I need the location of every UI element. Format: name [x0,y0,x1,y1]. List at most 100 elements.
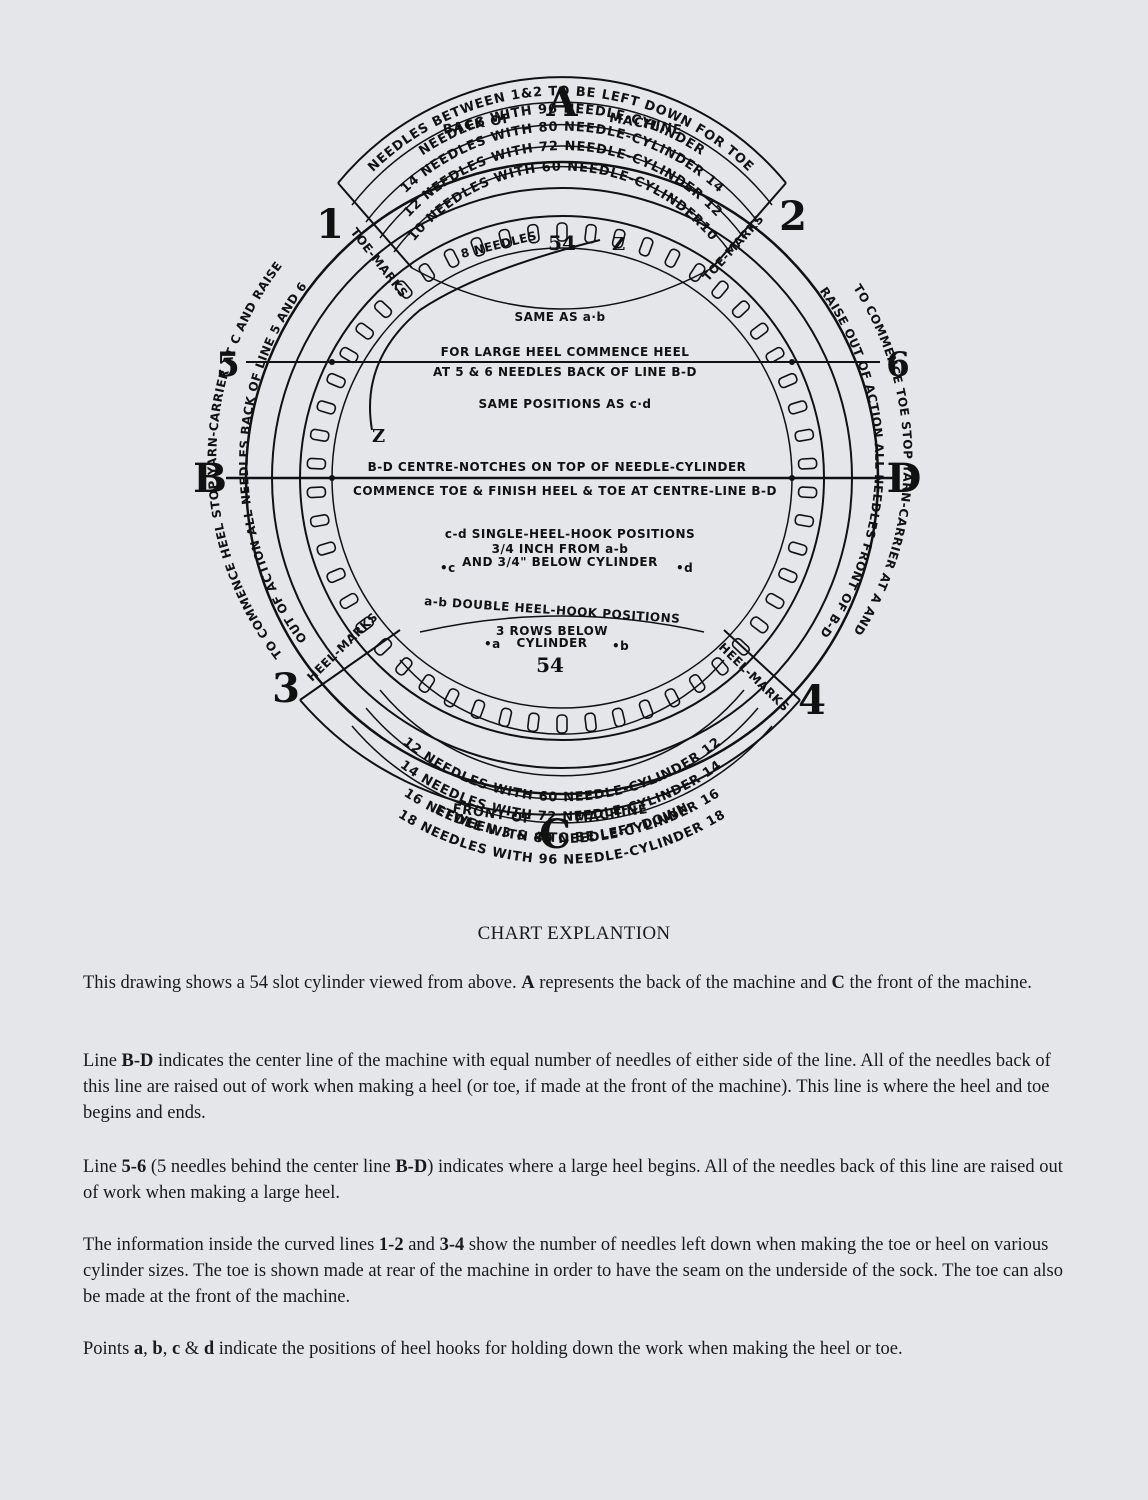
ab-double-heel: a-b DOUBLE HEEL-HOOK POSITIONS [424,594,681,626]
notch-dot [789,359,795,365]
paragraph-text: indicates the center line of the machine… [83,1051,1051,1123]
bold-term: B-D [121,1051,154,1071]
heel-marks-right: HEEL-MARKS [716,640,792,714]
needle-slot [611,228,626,249]
label-A: A [545,79,578,126]
needle-slot [498,228,513,249]
needle-slot [749,322,769,340]
label-D: D [887,455,922,502]
paragraph-text: Points [83,1339,134,1359]
paragraph-text: The information inside the curved lines [83,1235,379,1255]
top-band-arc-4 [393,165,731,253]
paragraph-1: This drawing shows a 54 slot cylinder vi… [83,970,1068,996]
paragraph-text: Line [83,1157,122,1177]
needle-slot [794,428,815,442]
paragraph-text: This drawing shows a 54 slot cylinder vi… [83,973,522,993]
count-54-top: 54 [548,231,576,255]
needle-slot [306,486,327,499]
bottom-band-arc-1 [399,659,725,735]
z-marker-top: Z [612,234,625,255]
needle-slot [470,699,486,720]
paragraph-text: indicate the positions of heel hooks for… [214,1339,903,1359]
same-positions-cd: SAME POSITIONS AS c·d [479,397,652,411]
bold-term: A [521,973,535,993]
needle-slot [794,514,815,528]
needle-slot [316,400,337,415]
paragraph-text: show the number of needles left down whe… [83,1235,1064,1307]
bold-term: b [152,1339,163,1359]
paragraph-2: Line B-D indicates the center line of th… [83,1048,1068,1126]
needle-slot [395,280,413,299]
bold-term: d [203,1339,215,1359]
bold-term: 3-4 [439,1235,465,1255]
needle-slot [527,223,540,244]
needle-slot [355,616,375,634]
bottom-band-arc-3 [365,707,759,801]
cd-below: AND 3/4" BELOW CYLINDER [462,555,658,569]
cd-inch: 3/4 INCH FROM a-b [492,542,629,556]
bottom-band-edge-left [299,629,401,701]
label-1: 1 [316,201,344,248]
needle-slot [355,322,375,340]
needle-slot [556,222,568,242]
needle-slot [638,699,654,720]
needle-slot [797,486,818,499]
needle-slot [339,592,359,610]
label-3: 3 [272,665,300,712]
bold-term: C [831,973,845,993]
needle-slot [765,346,785,364]
paragraph-4: The information inside the curved lines … [83,1232,1068,1310]
needle-slot [373,300,393,319]
needle-slot [688,262,706,283]
label-B: B [193,455,227,502]
needle-slot [418,673,436,694]
paragraph-5: Points a, b, c & d indicate the position… [83,1336,1068,1362]
needle-slot [797,457,818,470]
needle-slot [688,673,706,694]
paragraph-text: Line [83,1051,122,1071]
paragraph-text: & [180,1339,204,1359]
needle-slot [306,457,327,470]
z-marker-left: Z [372,426,385,447]
large-heel-line-1: FOR LARGE HEEL COMMENCE HEEL [441,345,690,359]
needle-slot [527,712,540,733]
bold-term: c [171,1339,181,1359]
needle-slot [611,707,626,728]
large-heel-line-2: AT 5 & 6 NEEDLES BACK OF LINE B-D [433,365,697,379]
top-band-arc-1 [351,101,773,206]
paragraph-text: ) indicates where a large heel begins. A… [83,1157,1063,1203]
bottom-band-arc-4 [351,725,773,824]
bottom-band-edge-right [723,629,801,701]
point-a: •a [484,637,501,651]
z-curve [369,239,601,431]
bottom-band-arc-outer [299,699,801,816]
needle-slot [326,567,346,584]
label-2: 2 [779,193,807,240]
same-as-ab: SAME AS a·b [514,310,605,324]
cylinder-label: CYLINDER [516,636,587,650]
needle-slot [309,514,330,528]
top-band-edge-right [711,182,787,269]
needle-slot [498,707,513,728]
label-6: 6 [886,345,910,385]
needle-slot [556,714,568,734]
bold-term: a [133,1339,144,1359]
needle-slots [306,222,818,734]
needle-slot [711,657,729,676]
needle-slot [664,688,681,708]
bd-centre-notches: B-D CENTRE-NOTCHES ON TOP OF NEEDLE-CYLI… [368,460,747,474]
needle-slot [731,300,751,319]
needle-slot [664,248,681,268]
top-band-arc-3 [379,145,745,239]
paragraph-text: and [403,1235,440,1255]
notch-dot [329,359,335,365]
paragraph-3: Line 5-6 (5 needles behind the center li… [83,1154,1068,1206]
needle-slot [395,657,413,676]
paragraph-text: the front of the machine. [844,973,1032,993]
notch-dot [329,475,335,481]
label-C: C [539,811,571,858]
needle-slot [326,372,346,389]
chart-explanation-heading: CHART EXPLANTION [477,923,671,944]
bold-term: B-D [395,1157,428,1177]
needle-slot [316,541,337,556]
